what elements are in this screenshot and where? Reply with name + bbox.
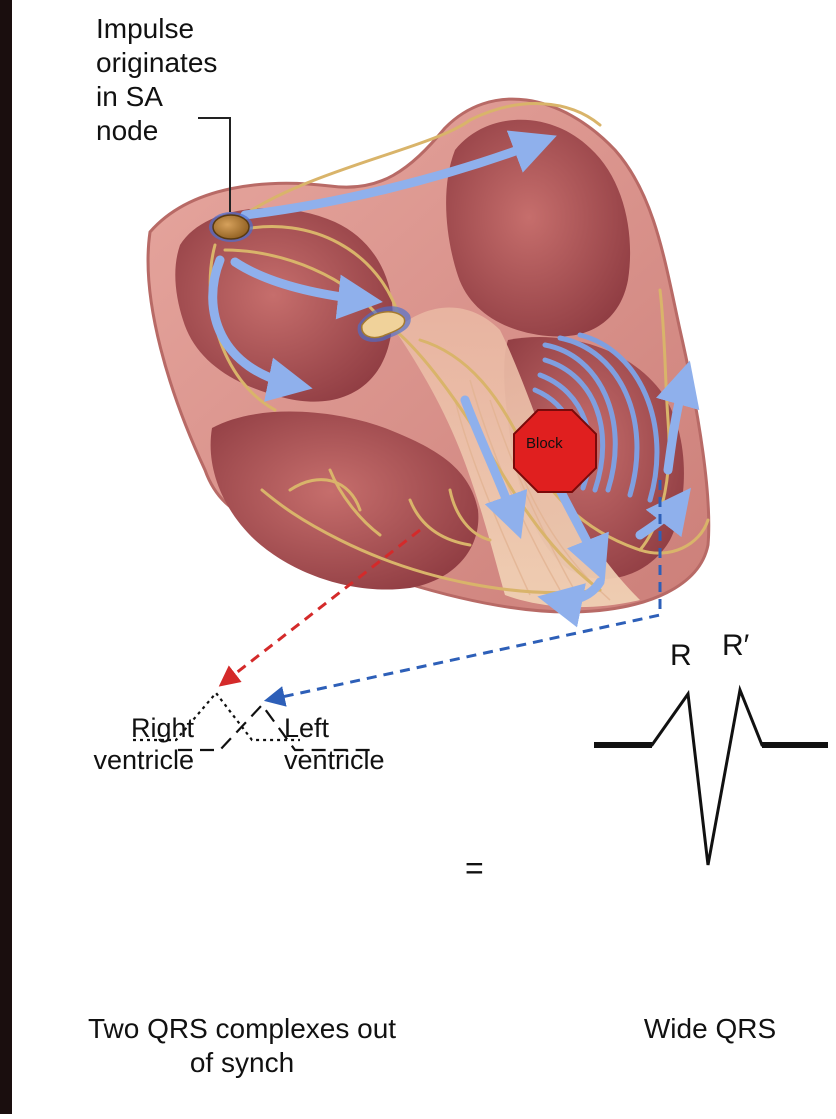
caption-wide-qrs: Wide QRS bbox=[610, 1012, 810, 1046]
r-prime-peak-label: R′ bbox=[722, 630, 749, 662]
r-peak-label: R bbox=[670, 640, 692, 672]
right-ventricle-label: Right ventricle bbox=[76, 712, 194, 776]
block-label: Block bbox=[526, 435, 563, 453]
wide-qrs-trace bbox=[594, 690, 828, 865]
page-edge bbox=[0, 0, 12, 1114]
equals-sign: = bbox=[465, 852, 484, 884]
caption-two-qrs: Two QRS complexes out of synch bbox=[22, 1012, 462, 1080]
sa-node-label: Impulse originates in SA node bbox=[96, 12, 217, 148]
sa-node-icon bbox=[209, 212, 253, 242]
left-ventricle-label: Left ventricle bbox=[284, 712, 385, 776]
